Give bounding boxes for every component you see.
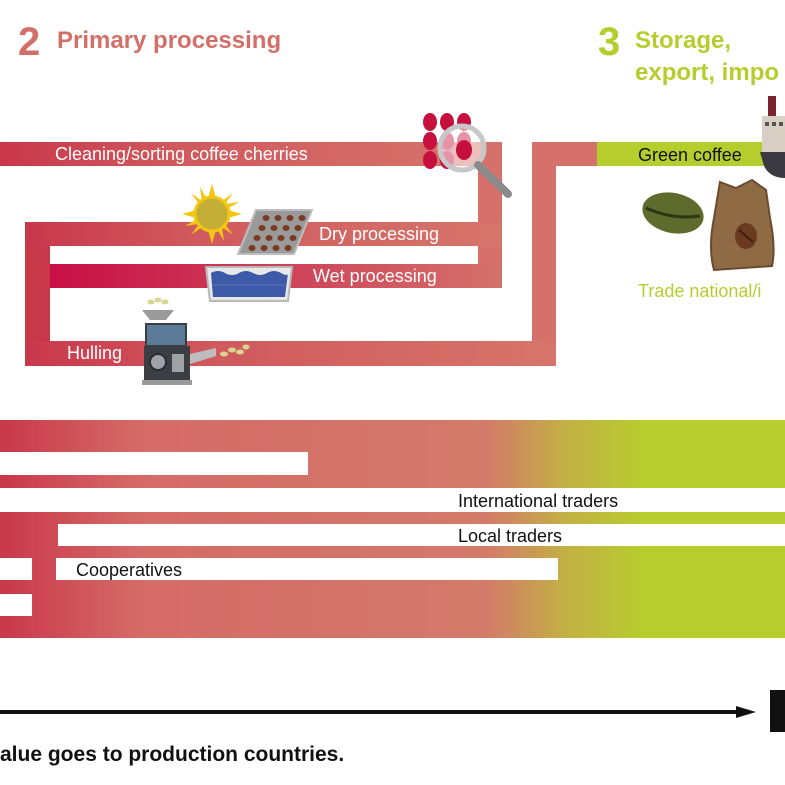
- wet-processing-label: Wet processing: [313, 266, 437, 286]
- traders-band: [0, 420, 785, 638]
- water-basin-icon: [204, 266, 294, 302]
- international-traders-label: International traders: [458, 491, 619, 511]
- section-3-title-line1: Storage,: [635, 27, 732, 54]
- section-3-number: 3: [598, 20, 621, 64]
- section-3-title-line2: export, impo: [635, 59, 780, 86]
- magnifier-icon: [437, 123, 512, 198]
- cleaning-label: Cleaning/sorting coffee cherries: [55, 144, 308, 164]
- trade-label: Trade national/i: [638, 281, 762, 301]
- sun-icon: [182, 184, 242, 244]
- footer-note: alue goes to production countries.: [0, 743, 345, 766]
- coffee-sack-icon: [710, 178, 775, 272]
- cooperatives-label: Cooperatives: [76, 560, 183, 580]
- dry-processing-label: Dry processing: [319, 224, 440, 244]
- green-coffee-label: Green coffee: [638, 145, 742, 165]
- section-2-title: Primary processing: [57, 27, 282, 54]
- coffee-bean-icon: [642, 192, 704, 234]
- value-arrow: [0, 690, 785, 732]
- hulling-machine-icon: [142, 297, 250, 385]
- local-traders-label: Local traders: [458, 526, 563, 546]
- ship-icon: [760, 96, 785, 178]
- cherries-icon: [423, 113, 512, 198]
- hulling-label: Hulling: [67, 343, 123, 363]
- drying-rack-icon: [236, 209, 314, 255]
- section-2-number: 2: [18, 20, 41, 64]
